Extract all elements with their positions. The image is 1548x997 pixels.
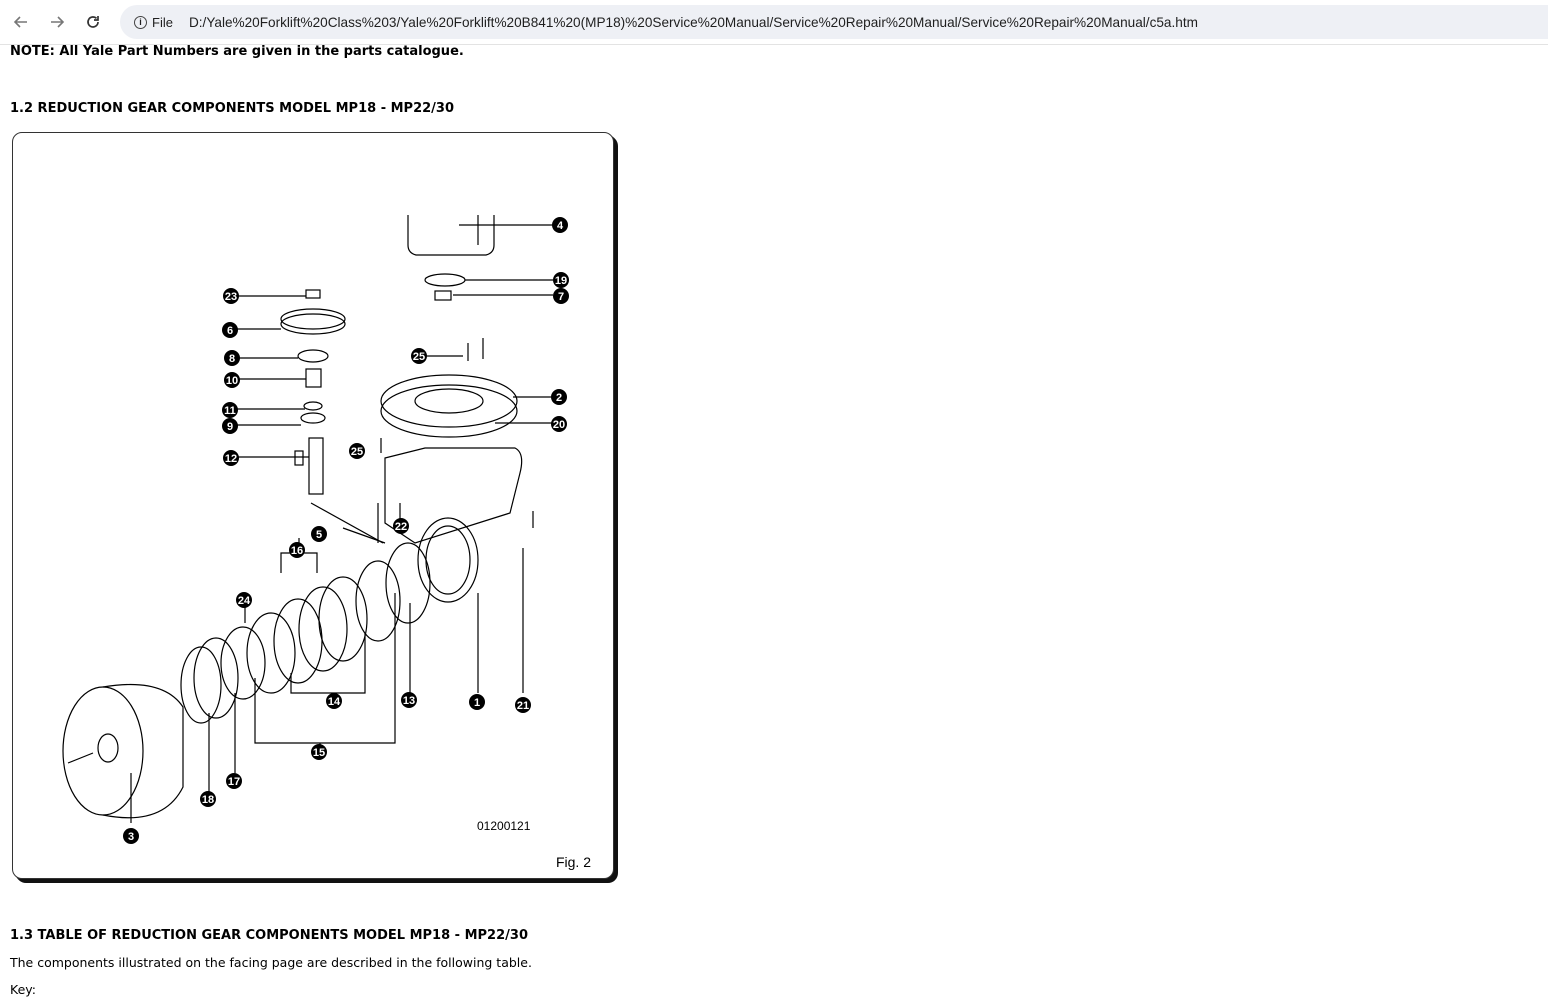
svg-text:14: 14 <box>328 696 341 708</box>
svg-text:6: 6 <box>227 325 233 337</box>
info-icon: i <box>134 15 147 29</box>
svg-text:2: 2 <box>556 392 562 404</box>
svg-text:24: 24 <box>238 595 251 607</box>
svg-text:7: 7 <box>558 291 564 303</box>
svg-text:15: 15 <box>313 747 325 759</box>
section-heading-1-3: 1.3 TABLE OF REDUCTION GEAR COMPONENTS M… <box>10 928 528 943</box>
svg-text:9: 9 <box>227 421 233 433</box>
svg-text:10: 10 <box>226 375 238 387</box>
svg-text:23: 23 <box>225 291 237 303</box>
site-chip-label: File <box>152 14 173 30</box>
reload-icon[interactable] <box>78 7 108 37</box>
svg-text:13: 13 <box>403 695 415 707</box>
svg-text:21: 21 <box>517 700 529 712</box>
svg-text:4: 4 <box>557 220 564 232</box>
svg-text:5: 5 <box>316 529 322 541</box>
figure-caption: Fig. 2 <box>555 854 591 870</box>
svg-text:19: 19 <box>555 275 567 287</box>
svg-text:20: 20 <box>553 419 565 431</box>
svg-text:16: 16 <box>291 545 303 557</box>
svg-text:25: 25 <box>413 351 425 363</box>
address-bar[interactable]: i File D:/Yale%20Forklift%20Class%203/Ya… <box>120 5 1548 39</box>
svg-text:22: 22 <box>395 521 407 533</box>
key-label: Key: <box>10 982 36 997</box>
browser-toolbar: i File D:/Yale%20Forklift%20Class%203/Ya… <box>0 0 1548 45</box>
arrow-right-icon[interactable] <box>42 7 72 37</box>
svg-text:11: 11 <box>224 405 236 417</box>
svg-text:1: 1 <box>474 697 480 709</box>
svg-text:17: 17 <box>228 776 240 788</box>
url-text[interactable]: D:/Yale%20Forklift%20Class%203/Yale%20Fo… <box>188 14 1198 30</box>
svg-text:18: 18 <box>202 794 214 806</box>
svg-text:3: 3 <box>128 831 134 843</box>
exploded-diagram-figure: 4 19 7 23 6 8 10 11 9 12 25 2 20 25 22 5… <box>12 132 614 879</box>
reduction-gear-drawing: 4 19 7 23 6 8 10 11 9 12 25 2 20 25 22 5… <box>62 215 569 844</box>
svg-text:25: 25 <box>351 446 363 458</box>
section-heading-1-2: 1.2 REDUCTION GEAR COMPONENTS MODEL MP18… <box>10 101 455 116</box>
description-text: The components illustrated on the facing… <box>10 955 532 970</box>
note-text: NOTE: All Yale Part Numbers are given in… <box>10 44 464 59</box>
svg-text:8: 8 <box>229 353 235 365</box>
figure-code: 01200121 <box>477 819 531 833</box>
arrow-left-icon[interactable] <box>6 7 36 37</box>
svg-text:12: 12 <box>225 453 237 465</box>
site-info-chip[interactable]: i File <box>128 10 179 34</box>
